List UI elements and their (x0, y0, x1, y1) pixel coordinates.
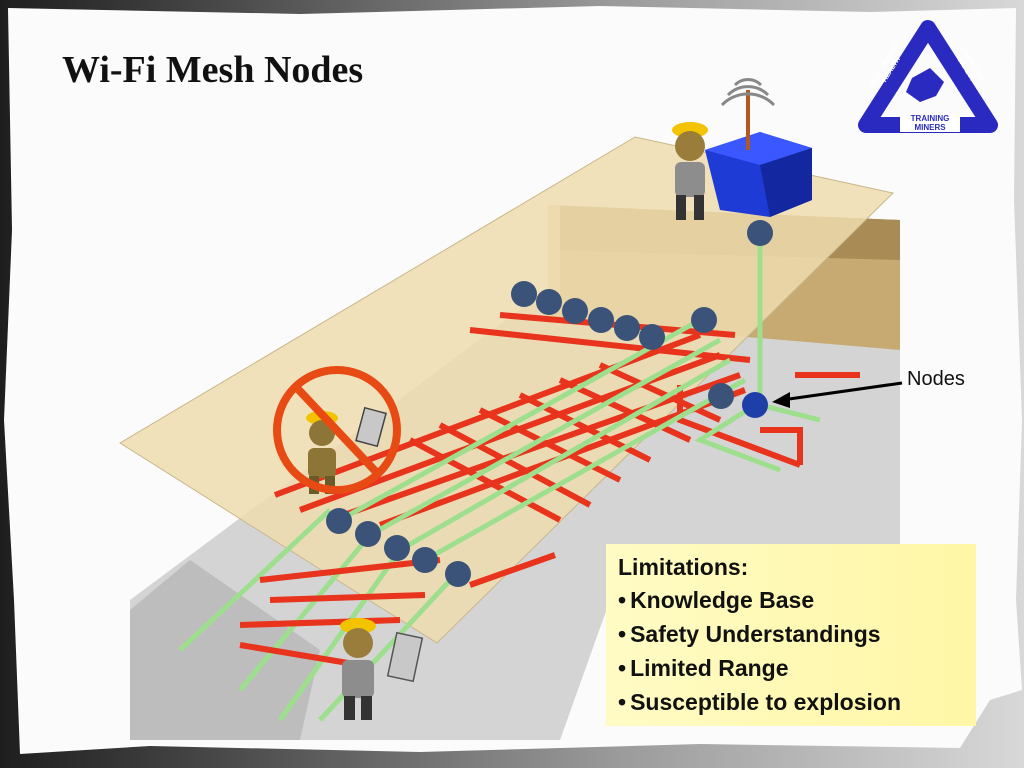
node (511, 281, 537, 307)
logo-text-bottom: TRAINING MINERS (900, 114, 960, 132)
miner-icon (672, 122, 708, 220)
node (384, 535, 410, 561)
node (747, 220, 773, 246)
node (588, 307, 614, 333)
node (445, 561, 471, 587)
node (691, 307, 717, 333)
surface-plane (119, 136, 895, 644)
no-entry-icon (273, 366, 401, 494)
node (639, 324, 665, 350)
node (536, 289, 562, 315)
limitation-item: •Susceptible to explosion (618, 689, 901, 715)
node (355, 521, 381, 547)
green-mesh-lines (178, 235, 821, 722)
node (562, 298, 588, 324)
logo-miners: MINERS (914, 123, 946, 132)
mesh-nodes (326, 220, 773, 587)
red-underground-grid (239, 557, 441, 668)
node (742, 392, 768, 418)
node (326, 508, 352, 534)
node (412, 547, 438, 573)
miner-icon (340, 618, 376, 720)
radio-icon (386, 631, 424, 683)
limitation-item: •Safety Understandings (618, 621, 881, 647)
nodes-callout-arrow (772, 381, 903, 408)
radio-icon (355, 406, 387, 448)
node (708, 383, 734, 409)
limitations-title: Limitations: (618, 554, 749, 580)
logo-training: TRAINING (910, 114, 950, 123)
limitation-item: •Knowledge Base (618, 587, 815, 613)
antenna-box-icon (705, 78, 812, 217)
slide-title: Wi-Fi Mesh Nodes (62, 49, 364, 91)
limitations-box: Limitations: •Knowledge Base •Safety Und… (606, 544, 976, 726)
nodes-label: Nodes (907, 368, 965, 390)
node (614, 315, 640, 341)
wv-state-icon (906, 68, 944, 102)
limitation-item: •Limited Range (618, 655, 789, 681)
